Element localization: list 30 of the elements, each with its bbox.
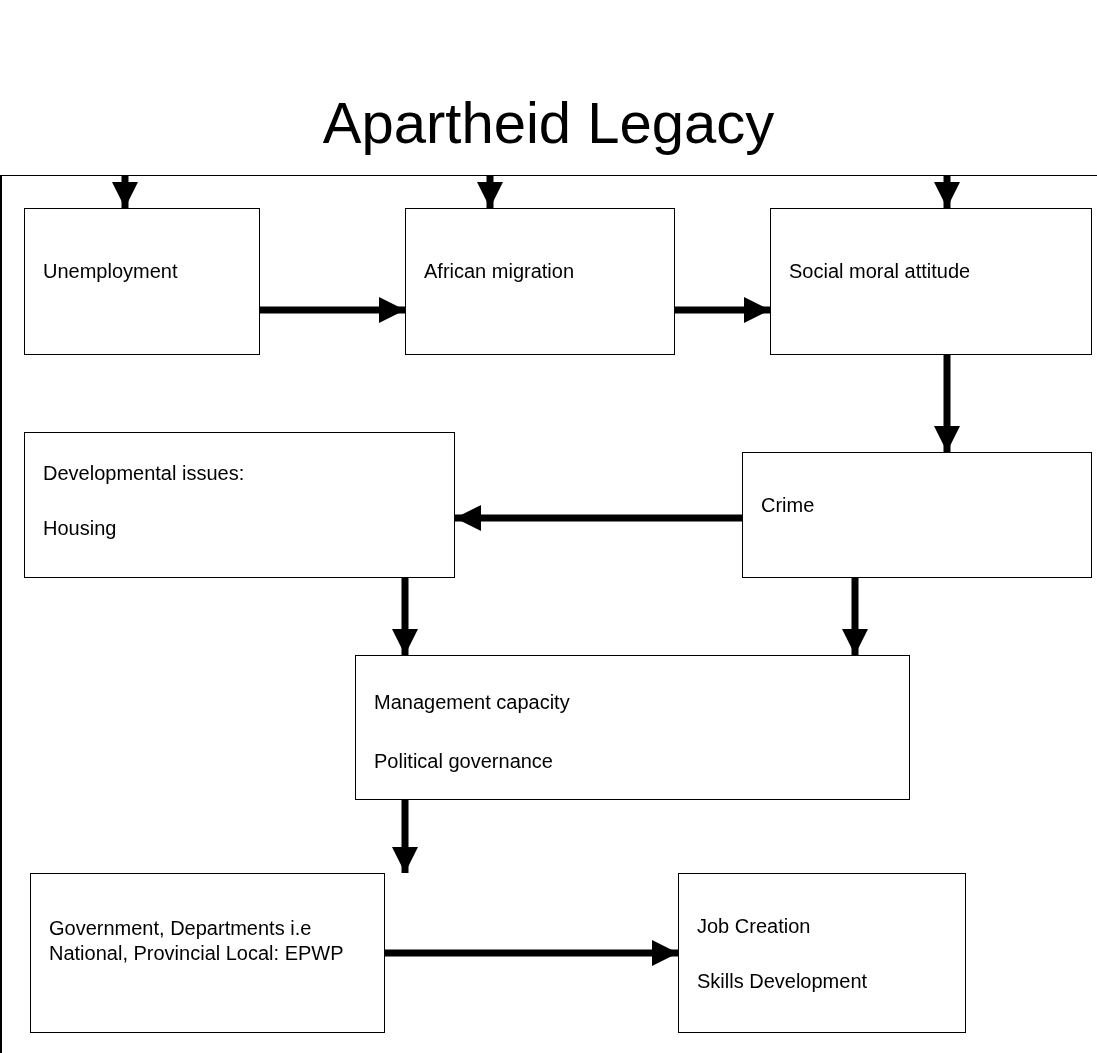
- box-label: African migration: [424, 259, 576, 284]
- box-label: Social moral attitude: [789, 259, 972, 284]
- box-text: Political governance: [374, 749, 554, 774]
- process-box: [24, 208, 260, 355]
- process-box: [405, 208, 675, 355]
- box-label: Job Creation: [697, 914, 812, 939]
- box-label: Crime: [761, 493, 816, 518]
- arrow: [842, 578, 868, 655]
- arrow: [455, 505, 742, 531]
- arrow: [934, 176, 960, 208]
- process-box: [770, 208, 1092, 355]
- box-label: Unemployment: [43, 259, 179, 284]
- arrow: [477, 176, 503, 208]
- box-label: Government, Departments i.e National, Provincial Local: EPWP: [49, 916, 345, 966]
- process-box: [24, 432, 455, 578]
- process-box: [678, 873, 966, 1033]
- arrow: [385, 940, 678, 966]
- arrow: [112, 176, 138, 208]
- arrow: [392, 578, 418, 655]
- process-box: [355, 655, 910, 800]
- title: Apartheid Legacy: [322, 91, 775, 155]
- box-label: Developmental issues:: [43, 461, 246, 486]
- arrow: [934, 355, 960, 452]
- box-text: Skills Development: [697, 969, 869, 994]
- box-text: Housing: [43, 516, 118, 541]
- arrow: [260, 297, 405, 323]
- box-label: Management capacity: [374, 690, 571, 715]
- process-box: [742, 452, 1092, 578]
- arrow: [675, 297, 770, 323]
- process-box: [30, 873, 385, 1033]
